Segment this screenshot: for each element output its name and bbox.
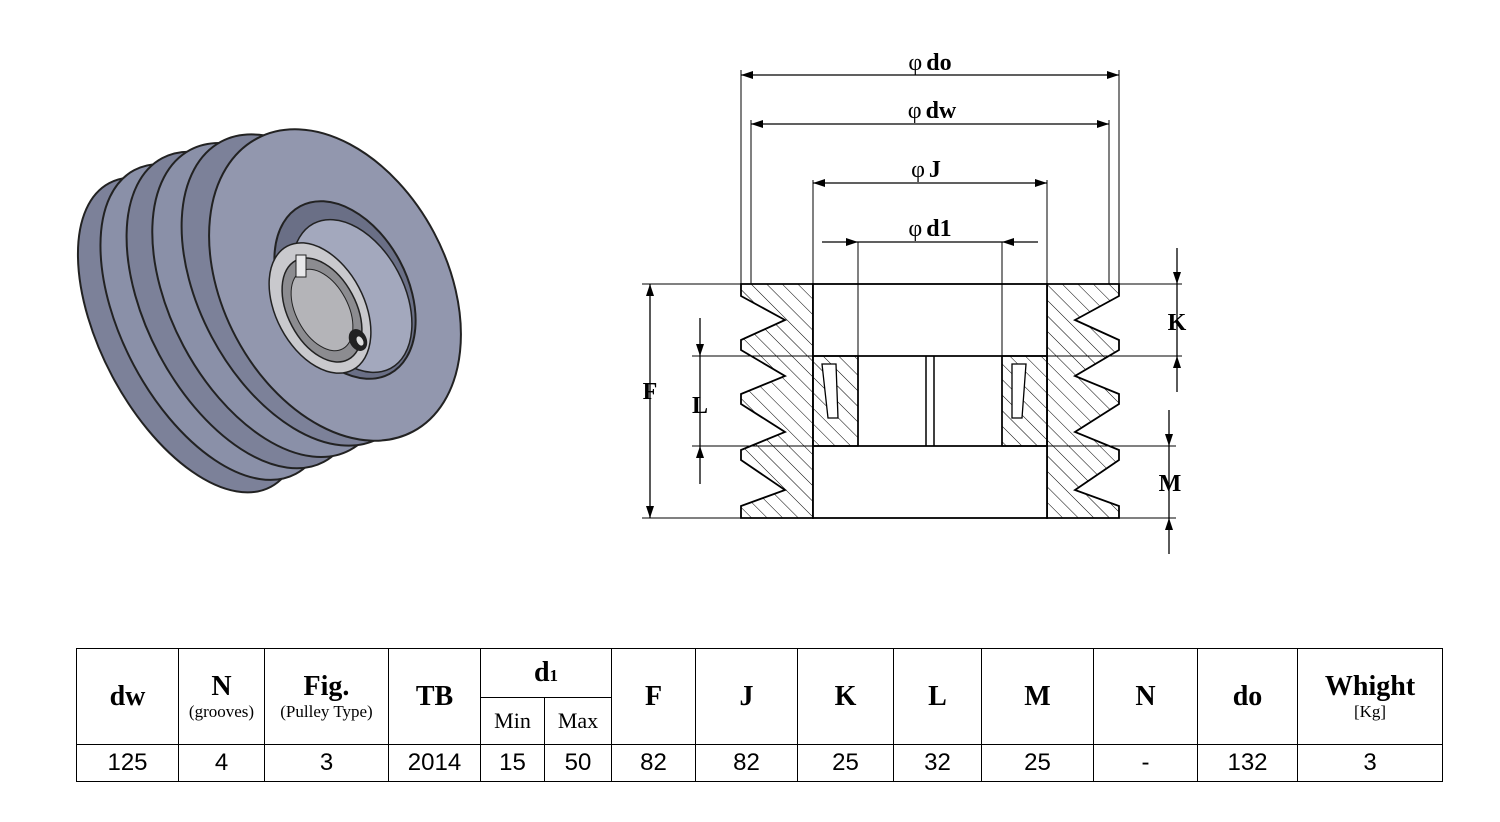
cell-M: 25	[981, 744, 1095, 782]
cell-weight: 3	[1297, 744, 1444, 782]
header-K: K	[797, 648, 895, 745]
header-weight: Whight[Kg]	[1297, 648, 1444, 745]
header-F: F	[611, 648, 697, 745]
pulley-3d-render	[76, 128, 462, 494]
header-N: N(grooves)	[178, 648, 265, 745]
cell-J: 82	[695, 744, 799, 782]
label-F: F	[643, 379, 658, 405]
cell-do: 132	[1197, 744, 1299, 782]
header-dw: dw	[76, 648, 179, 745]
header-TB: TB	[388, 648, 481, 745]
header-d1: d1	[479, 648, 613, 698]
header-fig: Fig.(Pulley Type)	[264, 648, 389, 745]
label-L: L	[692, 393, 708, 419]
table-header-row: dw N(grooves) Fig.(Pulley Type) TB d1 F …	[76, 648, 1444, 745]
cell-min: 15	[480, 744, 545, 782]
cell-N2: -	[1093, 744, 1199, 782]
table-subheader-row: Min Max	[77, 697, 1443, 745]
cell-K: 25	[797, 744, 895, 782]
spec-table: dw N(grooves) Fig.(Pulley Type) TB d1 F …	[76, 648, 1444, 782]
cell-dw: 125	[76, 744, 179, 782]
header-L: L	[893, 648, 983, 745]
header-min: Min	[480, 697, 545, 745]
label-K: K	[1168, 310, 1187, 336]
cell-fig: 3	[264, 744, 389, 782]
header-J: J	[695, 648, 799, 745]
section-right-profile	[1046, 283, 1120, 519]
table-row: 125 4 3 2014 15 50 82 82 25 32 25 - 132 …	[76, 744, 1444, 782]
header-do: do	[1197, 648, 1299, 745]
cell-F: 82	[611, 744, 697, 782]
header-max: Max	[543, 697, 613, 745]
header-M: M	[981, 648, 1095, 745]
cell-L: 32	[893, 744, 983, 782]
cell-N: 4	[178, 744, 265, 782]
section-left-profile	[740, 283, 814, 519]
cell-max: 50	[543, 744, 613, 782]
header-N2: N	[1093, 648, 1199, 745]
cell-TB: 2014	[388, 744, 481, 782]
label-M: M	[1159, 471, 1182, 497]
